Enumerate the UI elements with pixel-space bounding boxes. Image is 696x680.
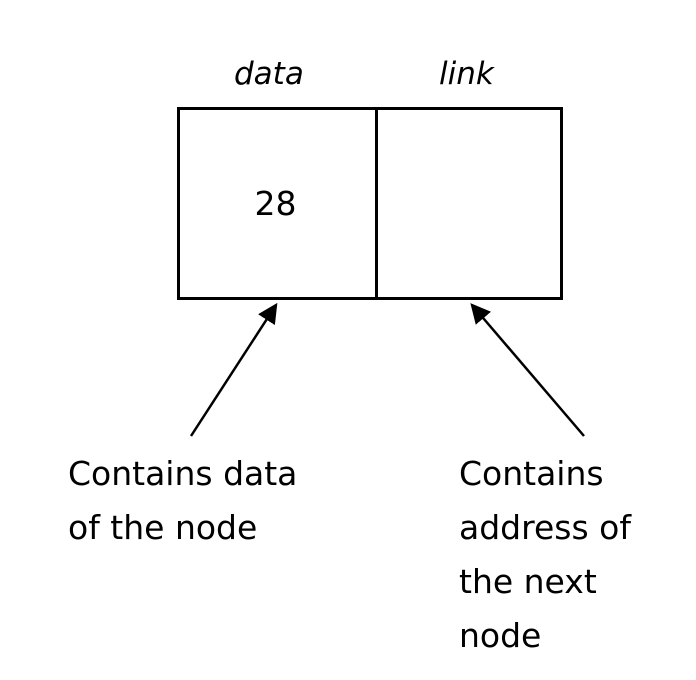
link-field-header: link <box>439 56 494 92</box>
caption-line: node <box>459 616 542 655</box>
caption-line: the next <box>459 562 597 601</box>
linked-list-node: 28 <box>177 107 563 300</box>
data-field-header: data <box>234 56 304 92</box>
caption-line: Contains <box>459 454 604 493</box>
caption-line: address of <box>459 508 631 547</box>
link-field-caption: Contains address of the next node <box>459 447 631 663</box>
data-cell: 28 <box>180 110 378 297</box>
caption-line: Contains data <box>68 454 298 493</box>
caption-line: of the node <box>68 508 258 547</box>
link-arrow <box>470 303 585 437</box>
data-cell-value: 28 <box>254 184 297 223</box>
data-field-caption: Contains data of the node <box>68 447 297 555</box>
data-arrow <box>189 302 278 437</box>
